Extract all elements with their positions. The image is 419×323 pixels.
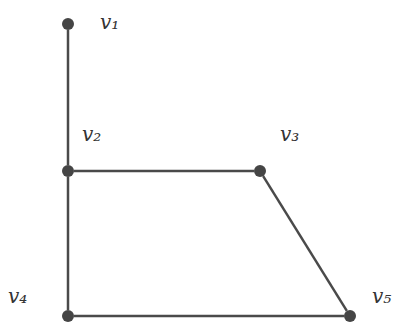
vertex-label: v₃ bbox=[280, 122, 299, 146]
graph-edge bbox=[74, 170, 254, 173]
graph-vertex: v₂ bbox=[62, 165, 74, 177]
graph-edge bbox=[74, 315, 344, 318]
vertex-label: v₁ bbox=[100, 10, 119, 34]
graph-edge bbox=[67, 177, 70, 310]
vertex-label: v₂ bbox=[82, 122, 101, 146]
graph-vertex: v₄ bbox=[62, 310, 74, 322]
graph-edge bbox=[263, 176, 347, 311]
graph-edge bbox=[67, 30, 70, 165]
graph-vertex: v₁ bbox=[62, 18, 74, 30]
vertex-label: v₄ bbox=[8, 284, 27, 308]
graph-vertex: v₃ bbox=[254, 165, 266, 177]
vertex-label: v₅ bbox=[372, 284, 391, 308]
graph-vertex: v₅ bbox=[344, 310, 356, 322]
